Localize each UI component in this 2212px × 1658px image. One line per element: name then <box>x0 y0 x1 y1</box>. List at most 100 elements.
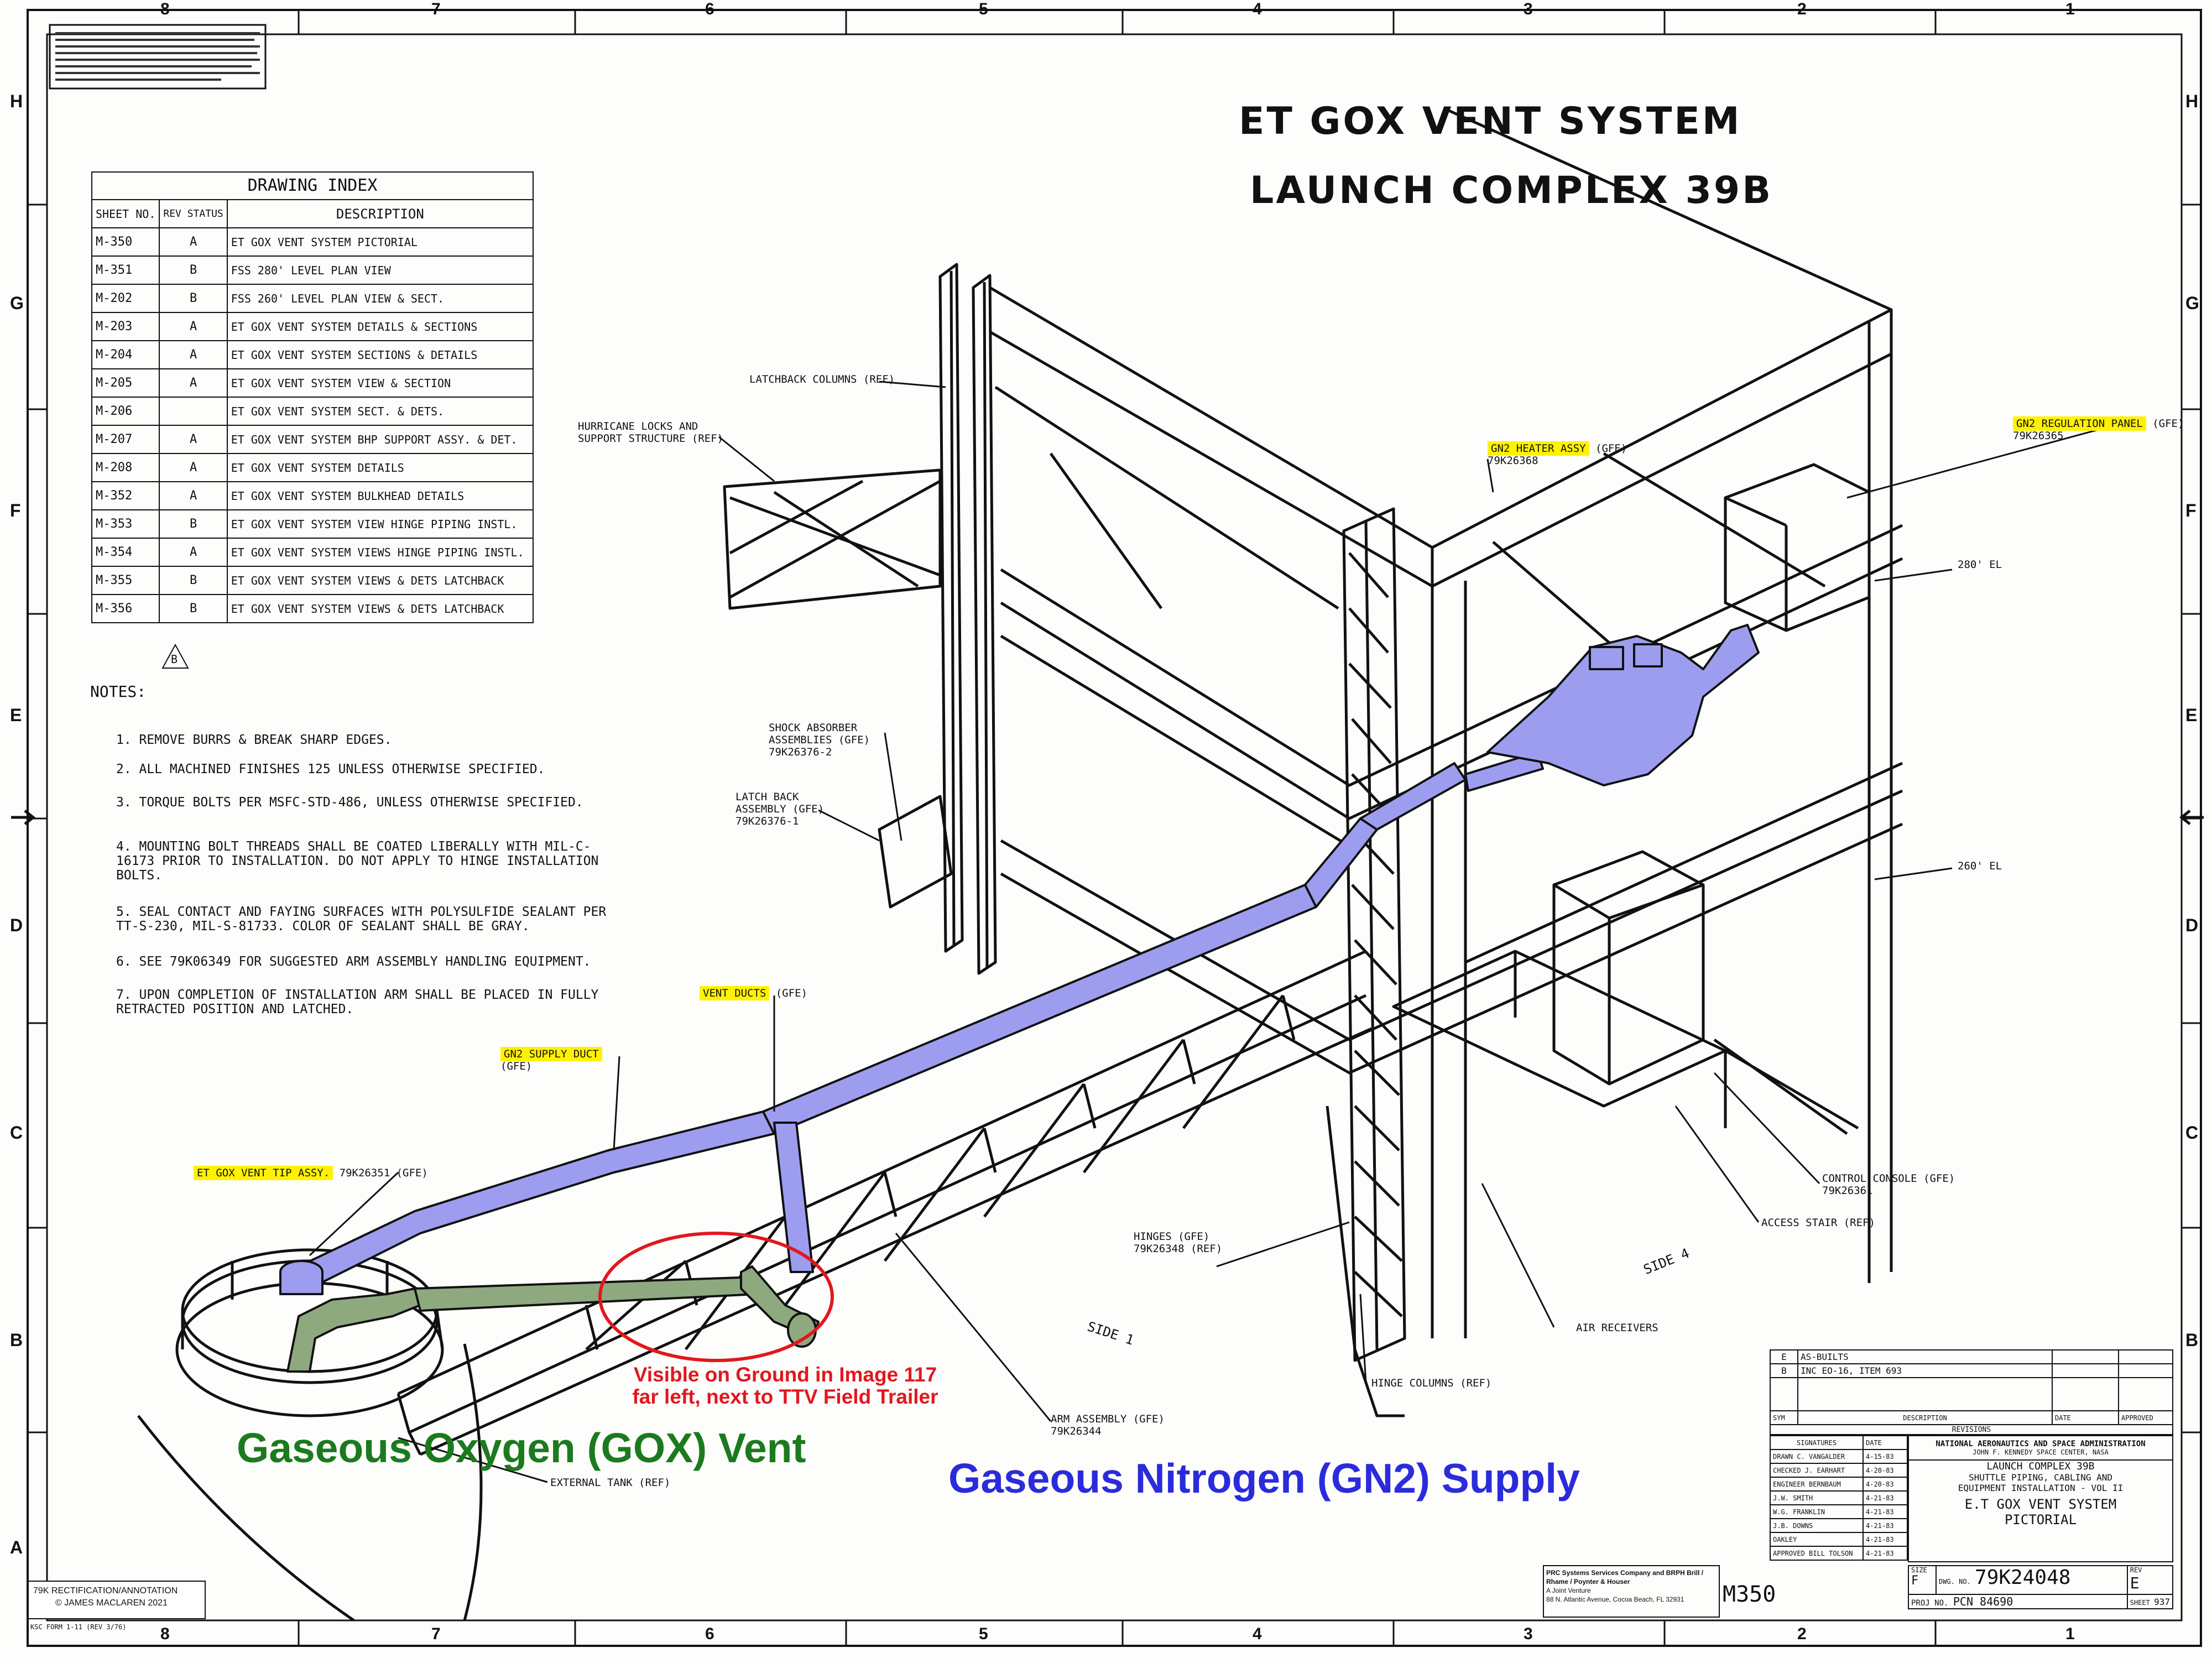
gox-vent-label: Gaseous Oxygen (GOX) Vent <box>237 1425 806 1471</box>
callout-el-260: 260' EL <box>1958 860 2002 872</box>
signature-name: J.W. SMITH <box>1770 1490 1864 1505</box>
index-desc: ET GOX VENT SYSTEM VIEW HINGE PIPING INS… <box>226 509 534 539</box>
index-sheet: M-352 <box>91 481 160 510</box>
index-rev: A <box>159 227 228 257</box>
red-annotation-line1: Visible on Ground in Image 117 <box>633 1363 937 1386</box>
note-item: 6. SEE 79K06349 FOR SUGGESTED ARM ASSEMB… <box>116 955 591 969</box>
zone-number-bottom: 8 <box>160 1625 170 1643</box>
callout-air-receivers: AIR RECEIVERS <box>1576 1322 1658 1334</box>
rev-header-approved: APPROVED <box>2118 1410 2173 1425</box>
note-item: 4. MOUNTING BOLT THREADS SHALL BE COATED… <box>116 840 599 883</box>
zone-letter-left: F <box>10 500 21 520</box>
signature-date: 4-20-83 <box>1863 1477 1908 1492</box>
zone-number-top: 5 <box>979 0 988 18</box>
index-rev: A <box>159 425 228 454</box>
index-rev: B <box>159 566 228 595</box>
red-annotation-line2: far left, next to TTV Field Trailer <box>632 1385 938 1408</box>
sheet-cell: SHEET 937 <box>2126 1594 2174 1609</box>
revision-table: E AS-BUILTS B INC EO-16, ITEM 693 SYM DE… <box>1770 1349 2173 1435</box>
index-desc: ET GOX VENT SYSTEM SECTIONS & DETAILS <box>226 340 534 369</box>
gn2-supply-duct-suffix: (GFE) <box>500 1060 533 1072</box>
pcn-value: PCN 84690 <box>1953 1595 2013 1608</box>
index-desc: ET GOX VENT SYSTEM VIEWS HINGE PIPING IN… <box>226 538 534 567</box>
signature-date: 4-21-83 <box>1863 1504 1908 1519</box>
zone-letter-left: E <box>10 705 22 725</box>
size-value: F <box>1911 1574 1919 1588</box>
callout-latchback-columns: LATCHBACK COLUMNS (REF) <box>749 373 895 385</box>
signature-name: ENGINEER BERNBAUM <box>1770 1477 1864 1492</box>
signature-date: 4-21-83 <box>1863 1518 1908 1533</box>
zone-number-bottom: 3 <box>1524 1625 1533 1643</box>
index-rev: B <box>159 594 228 623</box>
zone-letter-left: H <box>10 91 23 111</box>
sheet-code: M350 <box>1723 1582 1776 1607</box>
contractor-block: PRC Systems Services Company and BRPH Br… <box>1543 1565 1720 1618</box>
drawing-title2: PICTORIAL <box>2004 1512 2077 1527</box>
highlight-gn2-supply-duct: GN2 SUPPLY DUCT <box>500 1047 602 1061</box>
note-item: 5. SEAL CONTACT AND FAYING SURFACES WITH… <box>116 905 607 934</box>
zone-letter-right: B <box>2185 1330 2199 1350</box>
callout-regulation-panel: GN2 REGULATION PANEL (GFE) 79K26365 <box>2013 416 2184 442</box>
rev-sym: E <box>1770 1349 1798 1364</box>
zone-letter-left: D <box>10 915 23 935</box>
zone-letter-right: C <box>2185 1123 2199 1143</box>
highlight-heater-assy: GN2 HEATER ASSY <box>1488 441 1589 456</box>
rev-desc: AS-BUILTS <box>1797 1349 2053 1364</box>
rev-header-date: DATE <box>2052 1410 2119 1425</box>
signature-name: W.G. FRANKLIN <box>1770 1504 1864 1519</box>
sheet-value: 937 <box>2154 1596 2170 1607</box>
index-desc: ET GOX VENT SYSTEM VIEWS & DETS LATCHBAC… <box>226 594 534 623</box>
index-rev: A <box>159 453 228 482</box>
drawing-title-line1: ET GOX VENT SYSTEM <box>1239 100 1742 143</box>
note-item: 3. TORQUE BOLTS PER MSFC-STD-486, UNLESS… <box>116 795 583 810</box>
index-rev: B <box>159 509 228 539</box>
approved-label: APPROVED BILL TOLSON <box>1770 1546 1864 1561</box>
revisions-label: REVISIONS <box>1770 1424 2173 1435</box>
zone-number-bottom: 2 <box>1797 1625 1807 1643</box>
dwg-number: 79K24048 <box>1975 1566 2071 1589</box>
index-desc: ET GOX VENT SYSTEM DETAILS & SECTIONS <box>226 312 534 341</box>
index-sheet: M-351 <box>91 256 160 285</box>
contractor-sub: A Joint Venture <box>1546 1587 1591 1594</box>
note-item: 7. UPON COMPLETION OF INSTALLATION ARM S… <box>116 988 599 1016</box>
rev-desc: INC EO-16, ITEM 693 <box>1797 1363 2053 1378</box>
rev-value: E <box>2130 1574 2140 1592</box>
signature-date: 4-21-83 <box>1863 1490 1908 1505</box>
index-desc: FSS 260' LEVEL PLAN VIEW & SECT. <box>226 284 534 313</box>
index-desc: ET GOX VENT SYSTEM BHP SUPPORT ASSY. & D… <box>226 425 534 454</box>
rev-sym: B <box>1770 1363 1798 1378</box>
agency: NATIONAL AERONAUTICS AND SPACE ADMINISTR… <box>1936 1440 2146 1448</box>
gn2-supply-label: Gaseous Nitrogen (GN2) Supply <box>948 1455 1580 1501</box>
index-desc: ET GOX VENT SYSTEM SECT. & DETS. <box>226 397 534 426</box>
index-desc: ET GOX VENT SYSTEM PICTORIAL <box>226 227 534 257</box>
callout-tip-assy: ET GOX VENT TIP ASSY. 79K26351 (GFE) <box>194 1166 428 1180</box>
callout-el-280: 280' EL <box>1958 559 2002 571</box>
credit-line1: 79K RECTIFICATION/ANNOTATION <box>33 1586 178 1596</box>
zone-letter-right: F <box>2185 500 2197 520</box>
index-desc: ET GOX VENT SYSTEM DETAILS <box>226 453 534 482</box>
callout-latchback-assembly: LATCH BACK ASSEMBLY (GFE) 79K26376-1 <box>735 791 825 827</box>
callout-heater-assy: GN2 HEATER ASSY (GFE) 79K26368 <box>1488 441 1627 467</box>
col-rev-status: REV STATUS <box>159 199 228 228</box>
dwg-cell: DWG. NO. 79K24048 <box>1936 1565 2128 1595</box>
note-item: 1. REMOVE BURRS & BREAK SHARP EDGES. <box>116 733 392 747</box>
index-sheet: M-204 <box>91 340 160 369</box>
zone-number-bottom: 5 <box>979 1625 988 1643</box>
zone-letter-right: D <box>2185 915 2199 935</box>
callout-access-stair: ACCESS STAIR (REF) <box>1761 1217 1875 1229</box>
col-description: DESCRIPTION <box>226 199 534 228</box>
index-sheet: M-203 <box>91 312 160 341</box>
